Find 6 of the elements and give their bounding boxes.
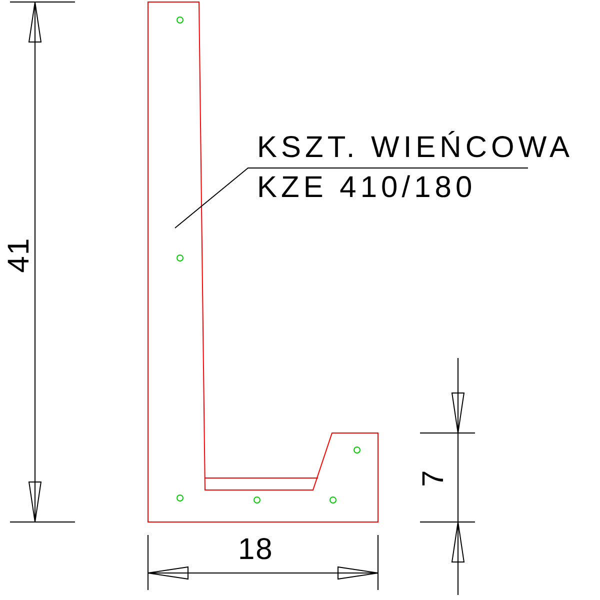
part-label: KSZT. WIEŃCOWA [257, 131, 574, 165]
dimension-value: 7 [416, 469, 451, 487]
part-label: KZE 410/180 [257, 171, 476, 205]
dimension-value: 18 [238, 533, 274, 567]
leader-line [174, 168, 528, 228]
dimension-value: 41 [2, 237, 37, 273]
